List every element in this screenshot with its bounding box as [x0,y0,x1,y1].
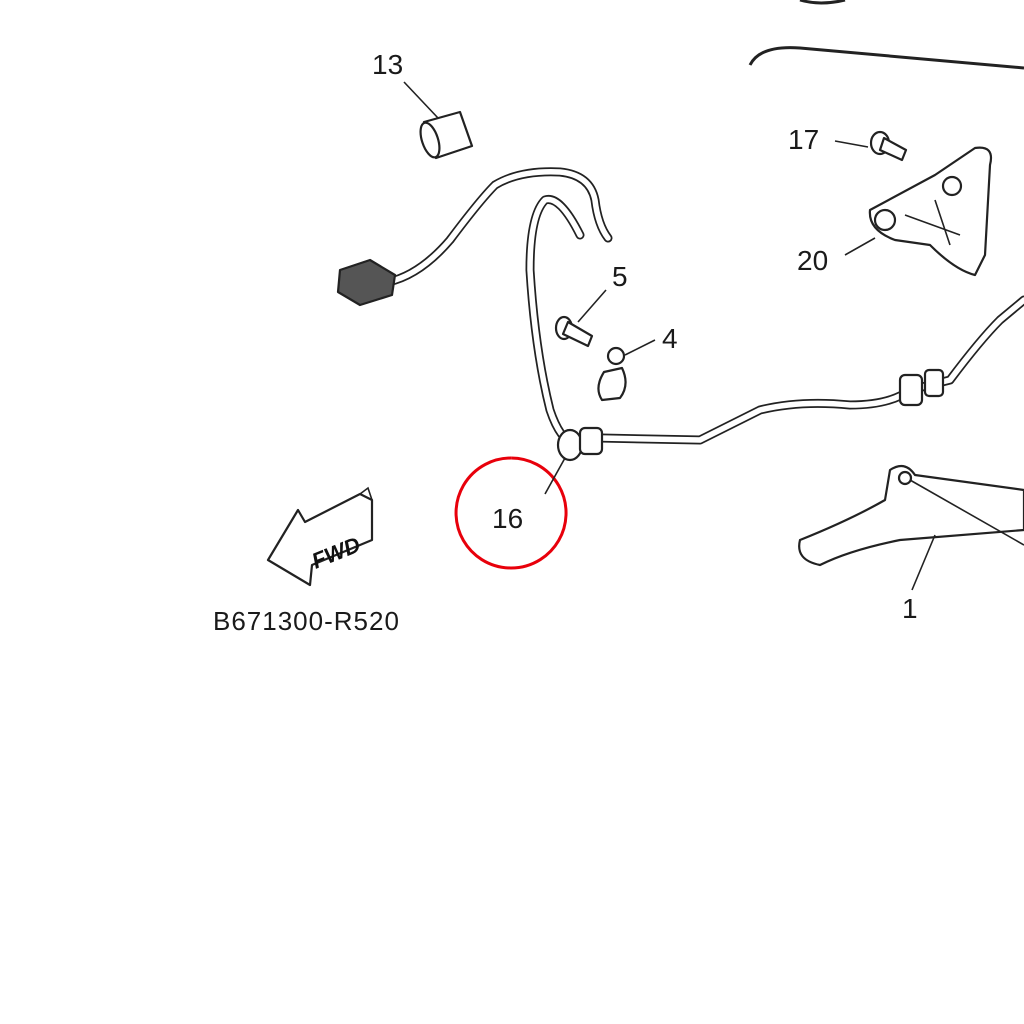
part-5-bolt [554,315,594,348]
leader-4 [624,339,656,356]
fwd-arrow-icon: FWD [266,486,374,587]
leader-5 [577,289,607,323]
diagram-code: B671300-R520 [213,606,400,636]
callout-20[interactable]: 20 [797,245,828,276]
part-4-clamp [597,346,627,402]
callout-1[interactable]: 1 [902,593,918,624]
part-13-grommet [419,110,474,160]
part-20-bracket [868,146,993,277]
part-hose-sensor-lead [336,167,613,307]
callout-16[interactable]: 16 [492,503,523,534]
top-partial-part [799,0,846,5]
callout-13[interactable]: 13 [372,49,403,80]
upper-body-edge [748,46,1024,70]
highlight-circle [454,456,568,570]
leader-20 [844,237,876,256]
part-1-pedal [798,464,1024,567]
leader-13 [403,81,439,119]
leader-1 [911,534,936,591]
part-16-hose [525,194,1024,462]
leader-16 [544,457,566,495]
part-17-bolt [869,130,908,162]
callout-4[interactable]: 4 [662,323,678,354]
callout-17[interactable]: 17 [788,124,819,155]
leader-17 [834,140,869,148]
callout-5[interactable]: 5 [612,261,628,292]
